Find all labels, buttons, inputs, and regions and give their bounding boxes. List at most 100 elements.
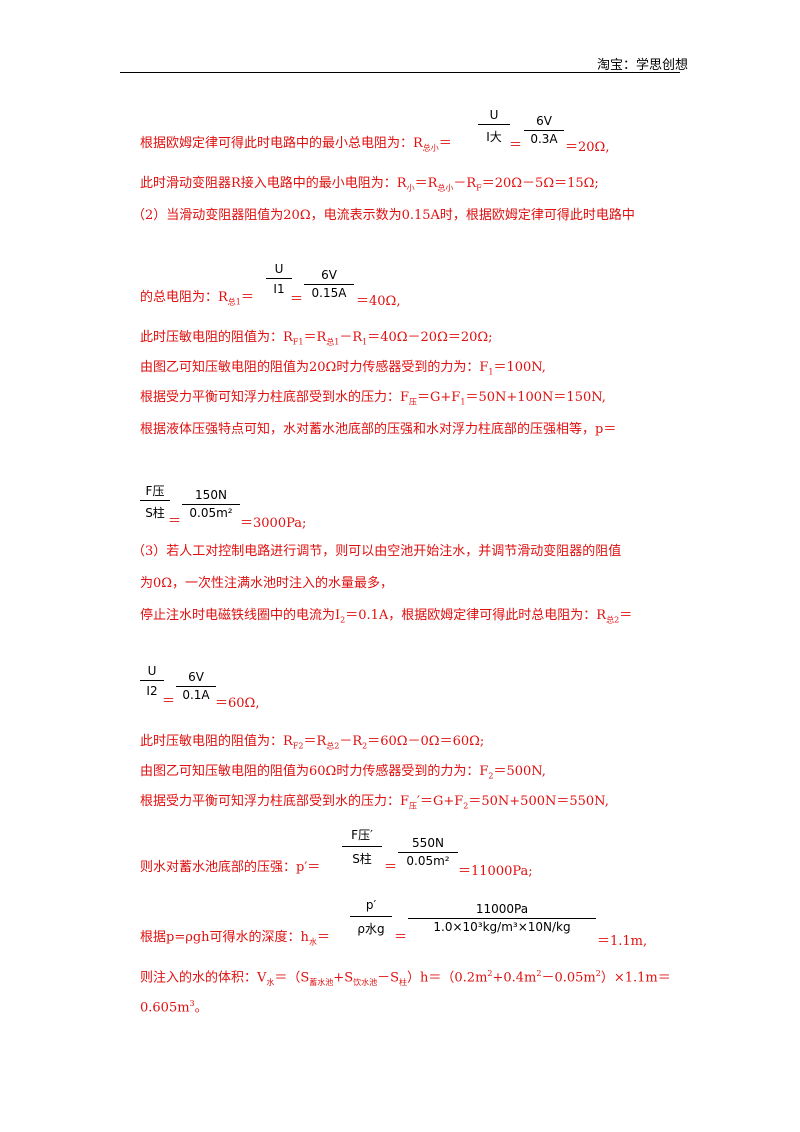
fraction: 150N 0.05m² <box>182 488 240 524</box>
superscript: 2 <box>595 969 601 978</box>
subscript: 2 <box>340 615 346 625</box>
denominator: I1 <box>273 282 285 296</box>
fraction-bar <box>140 500 170 501</box>
text: ＝ <box>438 136 452 151</box>
fraction-bar <box>524 130 564 131</box>
denominator: 0.05m² <box>189 506 233 520</box>
result: ＝3000Pa; <box>240 516 307 531</box>
subscript: 总2 <box>326 741 340 751</box>
fraction: 11000Pa 1.0×10³kg/m³×10N/kg <box>408 902 596 940</box>
numerator: 150N <box>195 488 227 502</box>
subscript: 1 <box>460 397 466 407</box>
fraction: 6V 0.3A <box>524 114 564 150</box>
text: 则注入的水的体积：V <box>140 970 267 986</box>
subscript: 1 <box>362 337 368 347</box>
text: 的总电阻为：R <box>140 290 228 305</box>
result: ＝40Ω, <box>356 294 401 309</box>
result: ＝11000Pa; <box>458 864 533 879</box>
text: ＝500N, <box>493 764 546 779</box>
text: 0.605m <box>140 1000 190 1016</box>
text: ）h＝（0.2m <box>407 970 488 986</box>
denominator: ρ水g <box>357 922 385 936</box>
result: ＝60Ω, <box>215 696 260 711</box>
subscript: 总1 <box>326 337 340 347</box>
fraction-bar <box>408 918 596 919</box>
denominator: 1.0×10³kg/m³×10N/kg <box>433 920 571 934</box>
text: －R <box>339 330 363 345</box>
fraction-bar <box>350 916 392 917</box>
numerator: U <box>274 262 284 276</box>
text: ＝R <box>303 734 327 749</box>
numerator: 6V <box>536 114 552 128</box>
text: ＝G+F <box>417 390 461 405</box>
text: ＝ <box>619 608 633 623</box>
text-line: 则注入的水的体积：V水＝（S蓄水池+S饮水池－S柱）h＝（0.2m2+0.4m2… <box>140 966 671 991</box>
text: ＝ <box>240 290 254 305</box>
text-line: 根据受力平衡可知浮力柱底部受到水的压力：F压′＝G+F2＝50N+500N＝55… <box>140 794 609 815</box>
numerator: 6V <box>188 670 204 684</box>
text: 此时滑动变阻器R接入电路中的最小电阻为：R <box>140 176 407 191</box>
denominator: I大 <box>486 130 502 144</box>
subscript: 2 <box>463 801 469 811</box>
fraction: U I1 <box>266 262 292 302</box>
fraction: 6V 0.15A <box>304 268 354 304</box>
fraction: U I大 <box>478 108 510 148</box>
text-line: 由图乙可知压敏电阻的阻值为20Ω时力传感器受到的力为：F1＝100N, <box>140 360 546 381</box>
text-line: 此时压敏电阻的阻值为：RF1＝R总1－R1＝40Ω－20Ω＝20Ω; <box>140 330 493 351</box>
result: ＝20Ω, <box>565 140 610 155</box>
header-rule <box>120 72 680 73</box>
denominator: 0.05m² <box>406 854 450 868</box>
subscript: 饮水池 <box>353 977 378 987</box>
subscript: 总2 <box>606 615 620 625</box>
subscript: F2 <box>292 741 304 751</box>
fraction-bar <box>478 124 510 125</box>
subscript: 总小 <box>422 143 439 153</box>
equals: ＝ <box>394 930 408 945</box>
text: ＝R <box>414 176 438 191</box>
numerator: F压 <box>145 484 165 498</box>
text-line: 停止注水时电磁铁线圈中的电流为I2＝0.1A，根据欧姆定律可得此时总电阻为：R总… <box>140 608 632 629</box>
text: ＝R <box>303 330 327 345</box>
denominator: S柱 <box>352 852 372 866</box>
text-line: 此时压敏电阻的阻值为：RF2＝R总2－R2＝60Ω－0Ω＝60Ω; <box>140 734 484 755</box>
numerator: F压′ <box>351 828 373 842</box>
text-line: （2）当滑动变阻器阻值为20Ω，电流表示数为0.15A时，根据欧姆定律可得此时电… <box>132 208 635 223</box>
fraction: F压′ S柱 <box>342 826 382 870</box>
subscript: 总1 <box>227 297 241 307</box>
numerator: U <box>489 108 499 122</box>
subscript: 柱 <box>399 977 408 987</box>
numerator: 11000Pa <box>475 902 529 916</box>
text: ′＝G+F <box>417 794 464 809</box>
text: ＝100N, <box>493 360 546 375</box>
fraction: 6V 0.1A <box>176 670 216 706</box>
subscript: F <box>476 183 482 193</box>
result: ＝1.1m, <box>597 934 648 949</box>
subscript: 压 <box>409 397 418 407</box>
subscript: 压 <box>409 801 418 811</box>
subscript: 1 <box>488 367 494 377</box>
superscript: 2 <box>487 969 493 978</box>
text: 由图乙可知压敏电阻的阻值为60Ω时力传感器受到的力为：F <box>140 764 489 779</box>
text: ）×1.1m＝ <box>600 970 671 986</box>
equals: ＝ <box>290 292 304 307</box>
text: 根据受力平衡可知浮力柱底部受到水的压力：F <box>140 794 410 809</box>
header-text: 淘宝：学思创想 <box>596 58 688 73</box>
numerator: p′ <box>365 898 377 912</box>
text: 根据p=ρgh可得水的深度：h <box>140 930 309 945</box>
text: 停止注水时电磁铁线圈中的电流为I <box>140 608 341 623</box>
fraction-bar <box>140 680 164 681</box>
text: 根据欧姆定律可得此时电路中的最小总电阻为：R <box>140 136 423 151</box>
fraction-bar <box>398 852 458 853</box>
equals: ＝ <box>509 138 523 153</box>
fraction-bar <box>182 504 240 505</box>
text-line: 为0Ω，一次性注满水池时注入的水量最多， <box>140 576 394 591</box>
fraction: p′ ρ水g <box>350 898 392 940</box>
subscript: 2 <box>362 741 368 751</box>
fraction-bar <box>304 284 354 285</box>
text: ＝0.1A，根据欧姆定律可得此时总电阻为：R <box>345 608 607 623</box>
denominator: I2 <box>146 684 158 698</box>
text-line: 根据欧姆定律可得此时电路中的最小总电阻为：R总小＝ <box>140 136 452 157</box>
text: 根据受力平衡可知浮力柱底部受到水的压力：F <box>140 390 410 405</box>
text-line: 根据液体压强特点可知，水对蓄水池底部的压强和水对浮力柱底部的压强相等，p＝ <box>140 422 617 437</box>
fraction-bar <box>266 278 292 279</box>
